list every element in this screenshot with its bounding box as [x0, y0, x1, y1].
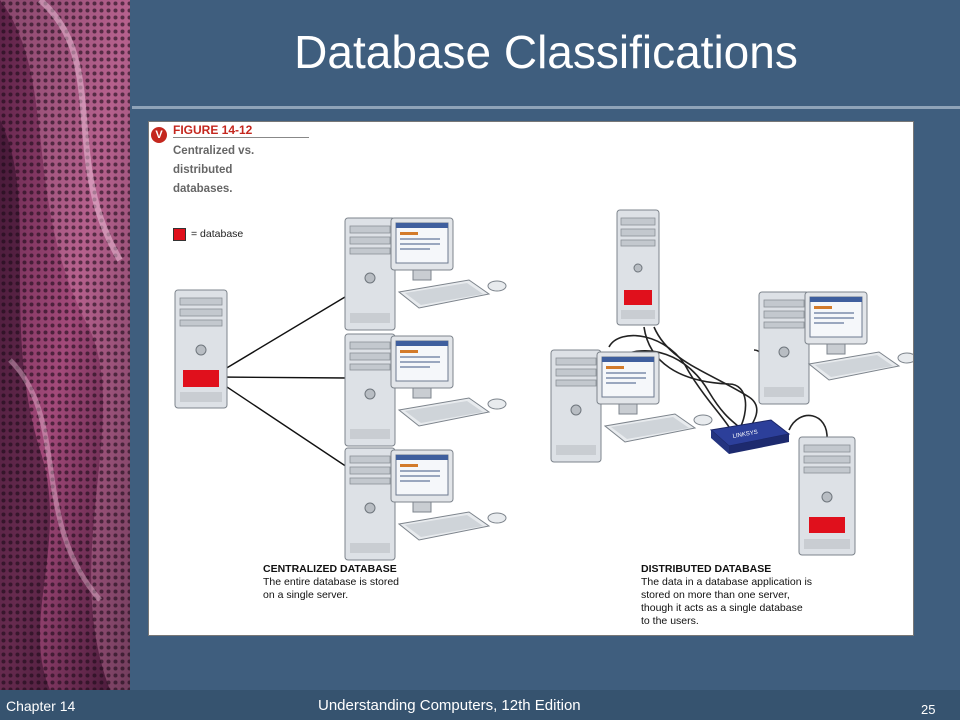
slide-footer: Chapter 14 Understanding Computers, 12th…	[0, 690, 960, 720]
figure-label: FIGURE 14-12	[173, 123, 253, 137]
figure-panel: LINKSYS V FIGURE 14-12 Centralized vs. d…	[148, 121, 914, 636]
network-router: LINKSYS	[709, 419, 791, 454]
distributed-server	[798, 436, 856, 556]
database-legend-label: = database	[191, 228, 244, 240]
footer-chapter: Chapter 14	[6, 698, 76, 714]
client-computer	[344, 333, 507, 447]
client-computer	[344, 447, 507, 561]
centralized-heading: CENTRALIZED DATABASE	[263, 563, 397, 575]
slide-title: Database Classifications	[294, 26, 798, 78]
database-legend-swatch	[173, 228, 186, 241]
figure-illustration: LINKSYS	[174, 209, 913, 561]
figure-caption: Centralized vs. distributed databases.	[173, 145, 255, 195]
distributed-server	[616, 209, 660, 326]
svg-text:LINKSYS: LINKSYS	[732, 430, 758, 440]
decorative-side-art	[0, 0, 130, 690]
footer-page-number: 25	[921, 702, 936, 717]
client-computer	[344, 217, 507, 331]
client-computer	[758, 291, 913, 405]
footer-book-title: Understanding Computers, 12th Edition	[318, 697, 581, 714]
central-server	[174, 289, 228, 409]
title-divider	[132, 106, 960, 109]
figure-label-rule	[173, 137, 309, 138]
distributed-description: DISTRIBUTED DATABASE The data in a datab…	[641, 563, 813, 627]
distributed-heading: DISTRIBUTED DATABASE	[641, 563, 772, 575]
centralized-description: CENTRALIZED DATABASE The entire database…	[263, 563, 399, 601]
chapter-badge-icon: V	[151, 127, 167, 143]
